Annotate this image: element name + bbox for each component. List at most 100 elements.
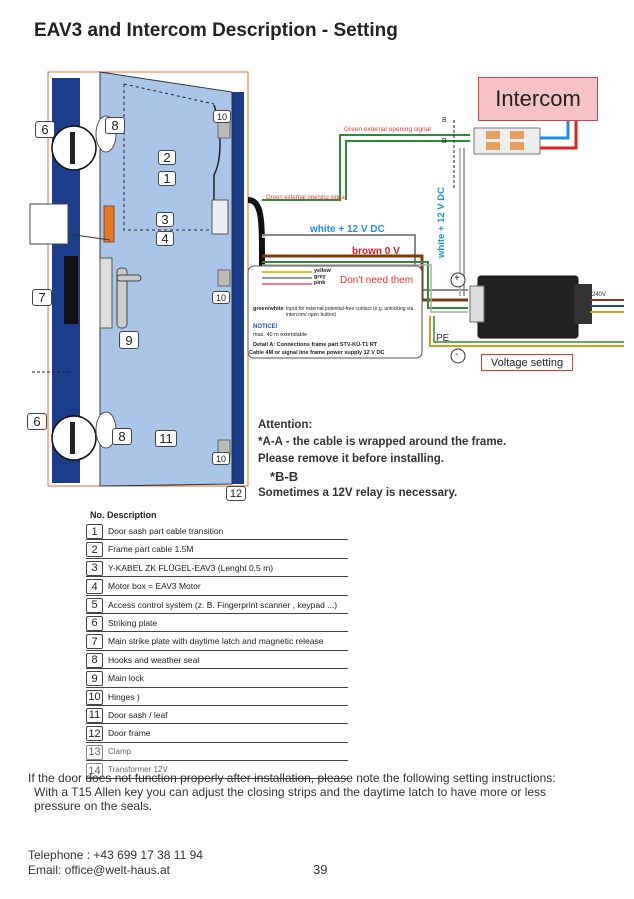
table-row: 7 Main strike plate with daytime latch an… bbox=[86, 632, 348, 651]
door-sash bbox=[99, 71, 233, 487]
marker-12: 12 bbox=[226, 486, 246, 501]
row-description: Striking plate bbox=[108, 617, 158, 628]
pe-label: PE bbox=[436, 333, 450, 344]
table-row: 6 Striking plate bbox=[86, 614, 348, 633]
hinge-top bbox=[217, 121, 231, 139]
page-title: EAV3 and Intercom Description - Setting bbox=[34, 20, 398, 41]
row-number: 14 bbox=[86, 763, 103, 779]
marker-8-top: 8 bbox=[105, 117, 125, 134]
row-number: 2 bbox=[86, 542, 103, 558]
row-number: 5 bbox=[86, 597, 103, 613]
row-number: 4 bbox=[86, 579, 103, 595]
vertical-white-label: white + 12 V DC bbox=[436, 186, 447, 258]
row-description: Access control system (z. B. Fingerprint… bbox=[108, 599, 338, 610]
section-marker-b2: B bbox=[442, 138, 447, 145]
transformer bbox=[477, 275, 579, 339]
attention-block: Attention: *A-A - the cable is wrapped a… bbox=[258, 417, 506, 502]
footer-line1: If the door does not function properly a… bbox=[28, 771, 556, 785]
detail-a-label: Detail A: Connections frame part STV-KÜ-… bbox=[253, 342, 378, 348]
attention-line4: Sometimes a 12V relay is necessary. bbox=[258, 487, 458, 499]
cable-label: Cable 4M or signal line frame power supp… bbox=[249, 350, 385, 356]
voltage-240-label: 240V bbox=[592, 292, 607, 298]
table-row: 5 Access control system (z. B. Fingerprin… bbox=[86, 596, 348, 614]
marker-3: 3 bbox=[156, 212, 174, 227]
hinge-mid bbox=[217, 269, 231, 287]
green-white-desc: Input for external potential-free contac… bbox=[286, 306, 414, 318]
row-number: 7 bbox=[86, 634, 103, 650]
cable-box bbox=[211, 199, 229, 235]
intercom-box: Intercom bbox=[478, 77, 598, 121]
row-description: Y-KABEL ZK FLÜGEL-EAV3 (Lenght 0,5 m) bbox=[108, 562, 274, 573]
white-wire-label: white + 12 V DC bbox=[310, 224, 385, 235]
row-description: Main lock bbox=[108, 673, 144, 684]
notice-label: NOTICE! bbox=[253, 324, 278, 330]
row-description: Main strike plate with daytime latch and… bbox=[108, 636, 324, 647]
row-description: Door frame bbox=[108, 728, 151, 739]
description-table: No. Description 1 Door sash part cable tr… bbox=[86, 510, 348, 780]
minus-label: - bbox=[455, 349, 459, 360]
intercom-terminal bbox=[473, 127, 541, 155]
table-row: 13 Clamp bbox=[86, 743, 348, 762]
table-row: 9 Main lock bbox=[86, 669, 348, 688]
cable-bundle bbox=[247, 197, 265, 280]
phone: Telephone : +43 699 17 38 11 94 bbox=[28, 848, 203, 862]
row-number: 1 bbox=[86, 524, 103, 539]
marker-9: 9 bbox=[119, 331, 139, 349]
marker-1: 1 bbox=[158, 171, 176, 186]
row-number: 11 bbox=[86, 707, 103, 723]
section-marker-b1: B bbox=[442, 117, 447, 124]
row-description: Hooks and weather seal bbox=[108, 654, 200, 665]
table-header: No. Description bbox=[90, 510, 157, 520]
table-row: 10 Hinges ) bbox=[86, 688, 348, 706]
main-strike-plate bbox=[64, 256, 78, 324]
table-row: 14 Transformer 12V bbox=[86, 761, 348, 780]
marker-10-top: 10 bbox=[213, 110, 231, 123]
plus-terminal bbox=[450, 272, 466, 288]
row-number: 6 bbox=[86, 615, 103, 631]
marker-7: 7 bbox=[32, 289, 52, 306]
row-description: Hinges ) bbox=[108, 691, 140, 702]
callout-box bbox=[247, 265, 423, 359]
marker-8-bottom: 8 bbox=[112, 428, 132, 445]
footer-line2: With a T15 Allen key you can adjust the … bbox=[34, 785, 547, 813]
motor-box bbox=[103, 205, 115, 243]
contact-info: Telephone : +43 699 17 38 11 94 Email: o… bbox=[28, 848, 203, 878]
row-number: 9 bbox=[86, 671, 103, 687]
page-number: 39 bbox=[313, 862, 328, 877]
row-number: 12 bbox=[86, 726, 103, 742]
marker-4: 4 bbox=[156, 231, 174, 246]
brown-wire-label: brown 0 V bbox=[352, 246, 400, 257]
green-wire-label-mid: Green external opening signal bbox=[266, 195, 347, 201]
row-description: Frame part cable 1.5M bbox=[108, 544, 194, 555]
marker-10-bottom: 10 bbox=[212, 452, 230, 465]
table-row: 8 Hooks and weather seal bbox=[86, 651, 348, 670]
footer-instructions: If the door does not function properly a… bbox=[28, 771, 588, 813]
marker-2: 2 bbox=[158, 150, 176, 165]
email: Email: office@welt-haus.at bbox=[28, 863, 171, 877]
marker-11: 11 bbox=[155, 430, 177, 447]
plus-label: + bbox=[454, 273, 460, 284]
green-white-label: green/white bbox=[253, 306, 284, 312]
attention-line2: Please remove it before installing. bbox=[258, 453, 444, 465]
row-description: Transformer 12V bbox=[108, 765, 168, 775]
attention-line1: *A-A - the cable is wrapped around the f… bbox=[258, 436, 507, 448]
row-number: 8 bbox=[86, 652, 103, 668]
row-number: 10 bbox=[86, 689, 103, 705]
row-number: 13 bbox=[86, 744, 103, 760]
attention-heading: Attention: bbox=[258, 419, 313, 431]
row-description: Door sash part cable transition bbox=[108, 526, 224, 536]
door-handle bbox=[116, 267, 128, 329]
row-description: Clamp bbox=[108, 746, 132, 756]
table-row: 2 Frame part cable 1.5M bbox=[86, 540, 348, 559]
access-control-box bbox=[29, 203, 69, 245]
extendable-label: max. 40 m extendable bbox=[253, 332, 308, 338]
dont-need-label: Don't need them bbox=[340, 275, 414, 286]
voltage-setting-box: Voltage setting bbox=[481, 354, 573, 371]
marker-6-top: 6 bbox=[35, 121, 55, 138]
attention-line3: *B-B bbox=[270, 469, 299, 484]
green-wire bbox=[262, 134, 470, 201]
